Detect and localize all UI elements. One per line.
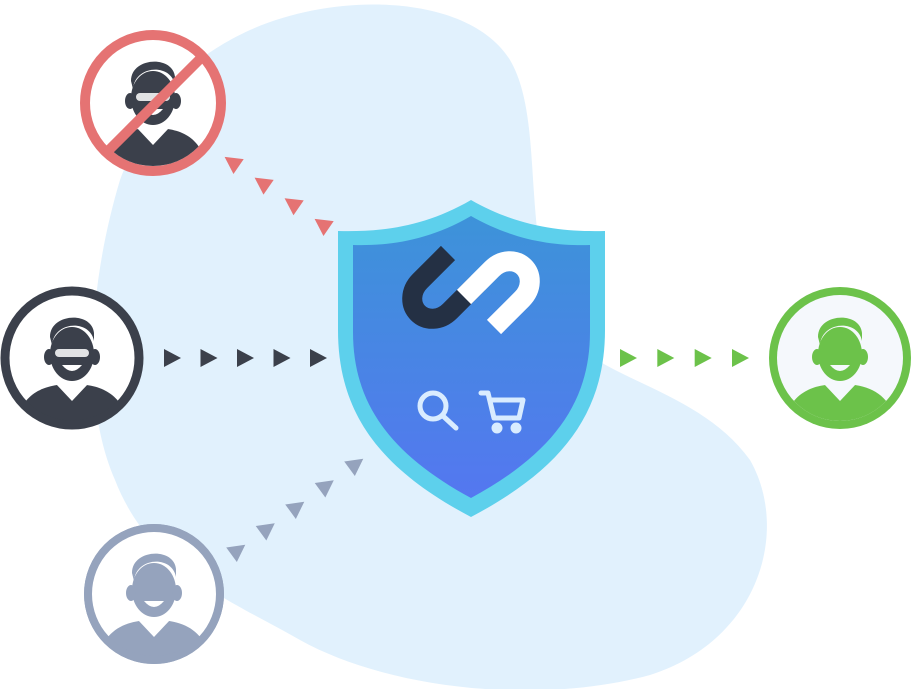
link-icon xyxy=(402,245,540,335)
flow-arrow-head xyxy=(732,349,749,367)
allowed-flow-arrows xyxy=(620,349,749,367)
flow-arrow-head xyxy=(344,458,364,476)
shield-icon xyxy=(338,200,605,517)
flow-arrow-head xyxy=(255,523,275,541)
flow-arrow-head xyxy=(284,198,304,216)
visitor-user-icon xyxy=(84,524,224,664)
bot-flow-arrows xyxy=(164,349,327,367)
flow-arrow-head xyxy=(694,349,712,367)
flow-arrow-head xyxy=(254,177,274,195)
flow-arrow-head xyxy=(200,349,218,367)
visitor-flow-arrows xyxy=(226,458,364,562)
flow-arrow-head xyxy=(224,156,244,174)
shopping-cart-icon xyxy=(478,390,526,434)
flow-arrow-head xyxy=(164,349,181,367)
bot-user-icon xyxy=(0,286,144,430)
flow-arrow-head xyxy=(314,218,334,236)
blocked-user-icon xyxy=(80,30,226,176)
flow-arrow-head xyxy=(237,349,254,367)
blocked-flow-arrows xyxy=(224,156,334,236)
flow-arrow-head xyxy=(285,501,305,519)
flow-arrow-head xyxy=(273,349,291,367)
flow-arrow-head xyxy=(310,349,327,367)
flow-arrow-head xyxy=(657,349,675,367)
search-icon xyxy=(417,390,459,431)
flow-arrow-head xyxy=(226,544,246,562)
flow-arrow-head xyxy=(314,480,334,498)
allowed-user-icon xyxy=(769,287,911,429)
flow-arrow-head xyxy=(620,349,637,367)
